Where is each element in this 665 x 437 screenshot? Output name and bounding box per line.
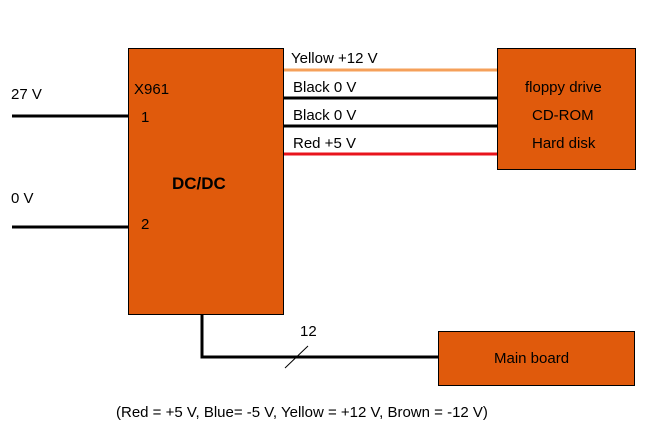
bus-count-label: 12: [300, 323, 317, 340]
pin1-label: 1: [141, 109, 150, 126]
drive-label-harddisk: Hard disk: [532, 135, 596, 152]
mainboard-label: Main board: [494, 350, 570, 367]
pin2-label: 2: [141, 216, 150, 233]
mainboard-bus-wire: [200, 314, 439, 359]
drive-label-cdrom: CD-ROM: [532, 107, 594, 124]
output-label-black-0v-2: Black 0 V: [293, 107, 357, 124]
output-label-red-5v: Red +5 V: [293, 135, 356, 152]
mainboard-box: [438, 331, 635, 386]
input-0v-label: 0 V: [11, 190, 34, 207]
input-27v-label: 27 V: [11, 86, 42, 103]
drives-box: [497, 48, 636, 170]
output-label-yellow-12v: Yellow +12 V: [291, 50, 378, 67]
connector-label: X961: [134, 81, 170, 98]
converter-title: DC/DC: [172, 174, 226, 193]
color-legend: (Red = +5 V, Blue= -5 V, Yellow = +12 V,…: [116, 404, 488, 421]
output-label-black-0v-1: Black 0 V: [293, 79, 357, 96]
bus-slash-mark: [284, 345, 309, 369]
dcdc-converter-box: [128, 48, 284, 315]
drive-label-floppy: floppy drive: [525, 79, 602, 96]
